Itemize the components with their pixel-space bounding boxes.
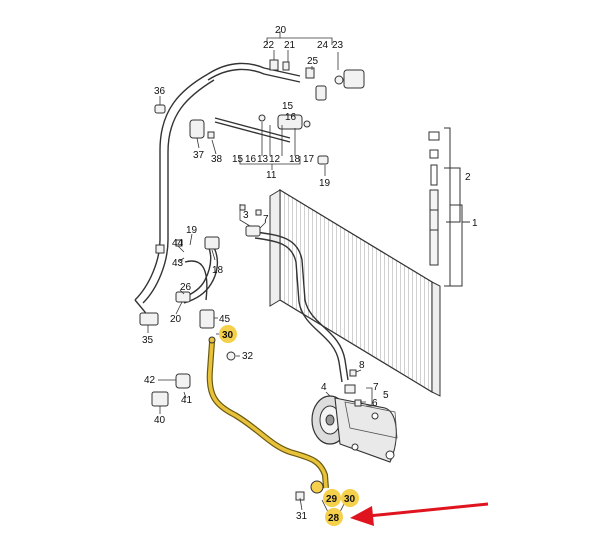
callout-16b: 16 xyxy=(245,154,257,165)
discharge-pipe xyxy=(254,231,349,383)
callout-7: 7 xyxy=(373,382,379,393)
callout-1: 1 xyxy=(472,218,478,229)
callout-20b: 20 xyxy=(170,314,182,325)
callout-28: 28 xyxy=(328,513,340,524)
callout-6: 6 xyxy=(372,398,378,409)
callout-15a: 15 xyxy=(282,101,294,112)
callout-37: 37 xyxy=(193,150,205,161)
callout-15b: 15 xyxy=(232,154,244,165)
callout-21: 21 xyxy=(284,40,296,51)
callout-11: 11 xyxy=(266,170,277,181)
callout-36: 36 xyxy=(154,86,166,97)
callout-24: 24 xyxy=(317,40,329,51)
callout-32: 32 xyxy=(242,351,254,362)
condenser xyxy=(269,188,441,397)
callout-38: 38 xyxy=(211,154,223,165)
leader-lines xyxy=(147,31,373,513)
callout-22: 22 xyxy=(263,40,275,51)
highlighted-callouts: 30 29 30 28 xyxy=(222,330,356,524)
compressor xyxy=(311,395,398,463)
callout-29: 29 xyxy=(326,494,338,505)
highlight-markers xyxy=(219,325,359,526)
callout-23: 23 xyxy=(332,40,344,51)
callout-16a: 16 xyxy=(285,112,297,123)
callout-30-top: 30 xyxy=(222,330,234,341)
callout-labels: 20 22 21 24 23 25 36 15 16 37 38 15 16 1… xyxy=(142,25,478,522)
callout-7-upper: 7 xyxy=(263,214,269,225)
callout-26: 26 xyxy=(180,282,192,293)
callout-19a: 19 xyxy=(319,178,331,189)
callout-18a: 18 xyxy=(289,154,301,165)
callout-2: 2 xyxy=(465,172,471,183)
upper-pipes xyxy=(134,62,301,304)
callout-12: 12 xyxy=(269,154,281,165)
receiver-drier xyxy=(428,131,440,266)
small-parts xyxy=(139,59,365,502)
callout-42: 42 xyxy=(144,375,156,386)
callout-44: 44 xyxy=(172,238,184,249)
callout-3: 3 xyxy=(243,210,249,221)
red-arrow xyxy=(350,502,489,526)
callout-30-bottom: 30 xyxy=(344,494,356,505)
callout-31: 31 xyxy=(296,511,308,522)
callout-25: 25 xyxy=(307,56,319,67)
callout-45: 45 xyxy=(219,314,231,325)
bracket-lines xyxy=(444,127,470,287)
callout-13: 13 xyxy=(257,154,269,165)
callout-19b: 19 xyxy=(186,225,198,236)
callout-17: 17 xyxy=(303,154,315,165)
callout-5: 5 xyxy=(383,390,389,401)
callout-40: 40 xyxy=(154,415,166,426)
callout-35: 35 xyxy=(142,335,154,346)
callout-43: 43 xyxy=(172,258,184,269)
callout-20a: 20 xyxy=(275,25,287,36)
callout-8: 8 xyxy=(359,360,365,371)
callout-4: 4 xyxy=(321,382,327,393)
callout-18b: 18 xyxy=(212,265,224,276)
callout-41: 41 xyxy=(181,395,193,406)
suction-hose-highlighted xyxy=(206,336,329,489)
